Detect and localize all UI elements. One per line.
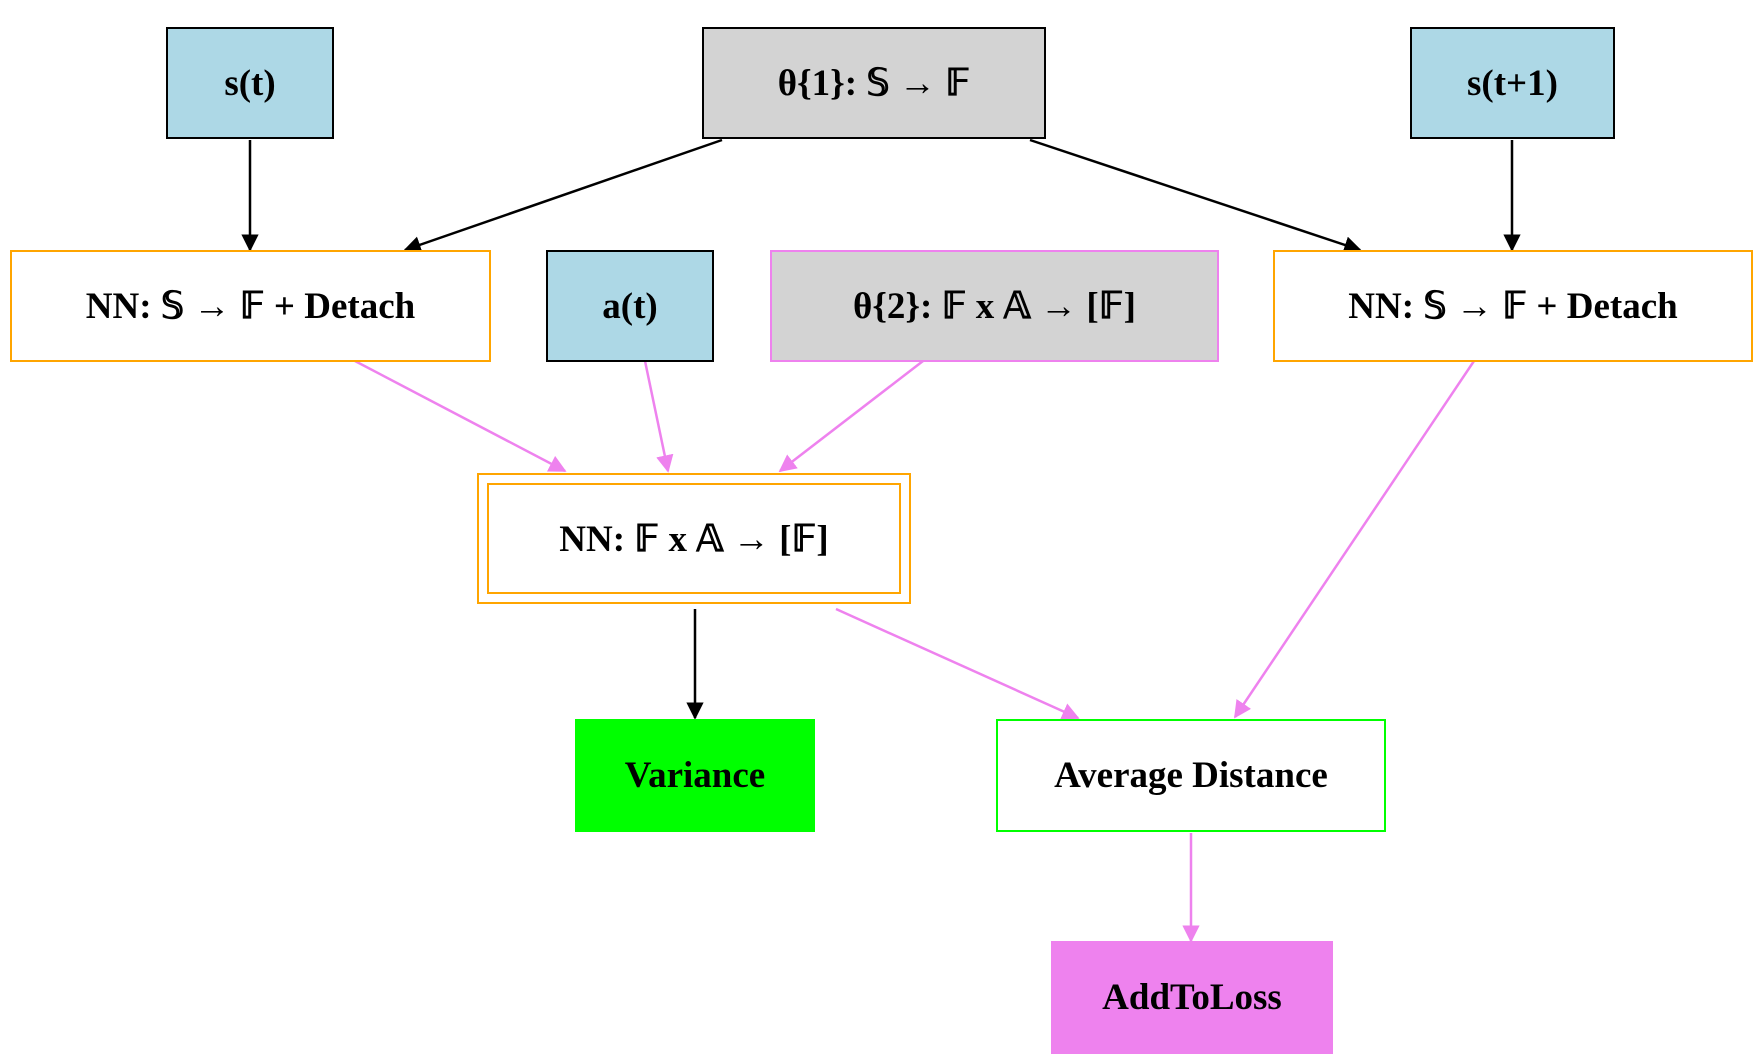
node-transition-model-label: NN: 𝔽 x 𝔸 → [𝔽]: [559, 518, 829, 560]
node-variance-label: Variance: [624, 755, 766, 796]
node-action-t: a(t): [546, 250, 714, 362]
node-theta2-label: θ{2}: 𝔽 x 𝔸 → [𝔽]: [853, 286, 1136, 327]
edge-encoder-right-to-average-distance: [1233, 360, 1476, 719]
node-encoder-right: NN: 𝕊 → 𝔽 + Detach: [1273, 250, 1753, 362]
node-action-t-label: a(t): [602, 285, 658, 327]
node-transition-model: NN: 𝔽 x 𝔸 → [𝔽]: [477, 473, 911, 604]
node-theta1: θ{1}: 𝕊 → 𝔽: [702, 27, 1046, 139]
edge-at-to-transition: [643, 360, 674, 473]
node-state-t-label: s(t): [224, 62, 276, 104]
edge-theta2-to-transition: [778, 360, 924, 473]
node-encoder-right-label: NN: 𝕊 → 𝔽 + Detach: [1348, 286, 1678, 327]
node-add-to-loss: AddToLoss: [1051, 941, 1333, 1054]
node-variance: Variance: [575, 719, 815, 832]
node-state-t1-label: s(t+1): [1467, 62, 1558, 104]
node-add-to-loss-label: AddToLoss: [1102, 977, 1282, 1018]
node-state-t1: s(t+1): [1410, 27, 1615, 139]
node-encoder-left-label: NN: 𝕊 → 𝔽 + Detach: [85, 286, 416, 327]
node-average-distance-label: Average Distance: [1054, 755, 1328, 796]
node-average-distance: Average Distance: [996, 719, 1386, 832]
node-theta2: θ{2}: 𝔽 x 𝔸 → [𝔽]: [770, 250, 1219, 362]
edge-transition-to-average-distance: [835, 607, 1080, 720]
edge-theta1-to-encoder-left: [403, 138, 723, 254]
edge-encoder-left-to-transition: [354, 359, 567, 473]
node-theta1-label: θ{1}: 𝕊 → 𝔽: [777, 63, 971, 104]
edge-theta1-to-encoder-right: [1029, 138, 1362, 254]
node-encoder-left: NN: 𝕊 → 𝔽 + Detach: [10, 250, 491, 362]
node-state-t: s(t): [166, 27, 334, 139]
